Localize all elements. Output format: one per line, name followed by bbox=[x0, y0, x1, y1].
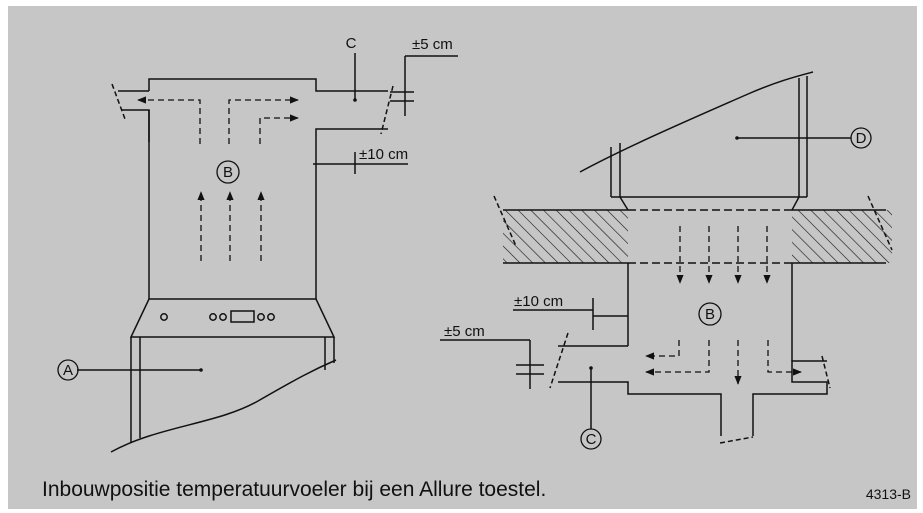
dim-label-10-top: ±10 cm bbox=[359, 146, 408, 163]
dim-label-5-top: ±5 cm bbox=[412, 36, 453, 53]
panel-led bbox=[160, 313, 168, 321]
dim-label-5-right: ±5 cm bbox=[444, 323, 485, 340]
label-a: A bbox=[63, 362, 73, 379]
left-duct-right-cut bbox=[380, 85, 394, 135]
dim-10-top bbox=[313, 152, 408, 174]
panel-knob-3 bbox=[257, 313, 265, 321]
left-cabinet-break bbox=[110, 359, 337, 453]
left-duct-left-cut bbox=[111, 83, 126, 120]
leader-c-bottom-dot bbox=[589, 366, 593, 370]
left-cabinet bbox=[130, 337, 335, 442]
diagram-panel: A B C ±5 cm ±10 cm bbox=[8, 6, 917, 509]
right-bottom-duct bbox=[558, 345, 828, 436]
leader-c-top-dot bbox=[353, 98, 357, 102]
label-b-left: B bbox=[223, 164, 233, 181]
figure-code: 4313-B bbox=[865, 486, 911, 502]
floor-end-cuts bbox=[493, 195, 893, 251]
left-airflow-arrows bbox=[137, 96, 299, 261]
right-duct-cuts bbox=[549, 332, 831, 444]
figure-caption: Inbouwpositie temperatuurvoeler bij een … bbox=[42, 478, 547, 501]
left-diagram bbox=[77, 53, 458, 453]
floor-dashed bbox=[628, 209, 792, 264]
left-labels: A B C ±5 cm ±10 cm bbox=[57, 35, 453, 381]
right-labels: D B C ±10 cm ±5 cm bbox=[444, 127, 872, 450]
left-top-duct-lower bbox=[315, 128, 388, 142]
label-d: D bbox=[856, 130, 867, 147]
floor-hatch-left bbox=[503, 210, 628, 263]
left-body bbox=[148, 110, 317, 299]
diagram-background bbox=[8, 6, 917, 509]
dim-5-top bbox=[390, 55, 458, 116]
floor-hatch-right bbox=[792, 210, 892, 263]
right-funnel bbox=[619, 196, 800, 211]
leader-a-dot bbox=[199, 368, 203, 372]
label-c-bottom: C bbox=[586, 431, 597, 448]
label-b-right: B bbox=[705, 306, 715, 323]
panel-display bbox=[230, 310, 255, 323]
panel-knob-4 bbox=[267, 313, 275, 321]
dim-10-right bbox=[513, 298, 628, 330]
dim-label-10-right: ±10 cm bbox=[514, 293, 563, 310]
left-top-duct bbox=[148, 78, 388, 92]
label-c-top: C bbox=[346, 35, 357, 52]
right-body bbox=[627, 263, 793, 361]
floor-lines bbox=[503, 209, 886, 264]
leader-d-dot bbox=[735, 136, 739, 140]
right-airflow-arrows bbox=[645, 226, 802, 385]
dim-5-right bbox=[440, 339, 544, 389]
panel-knob-2 bbox=[219, 313, 227, 321]
right-diagram bbox=[440, 71, 893, 444]
panel-knob-1 bbox=[209, 313, 217, 321]
